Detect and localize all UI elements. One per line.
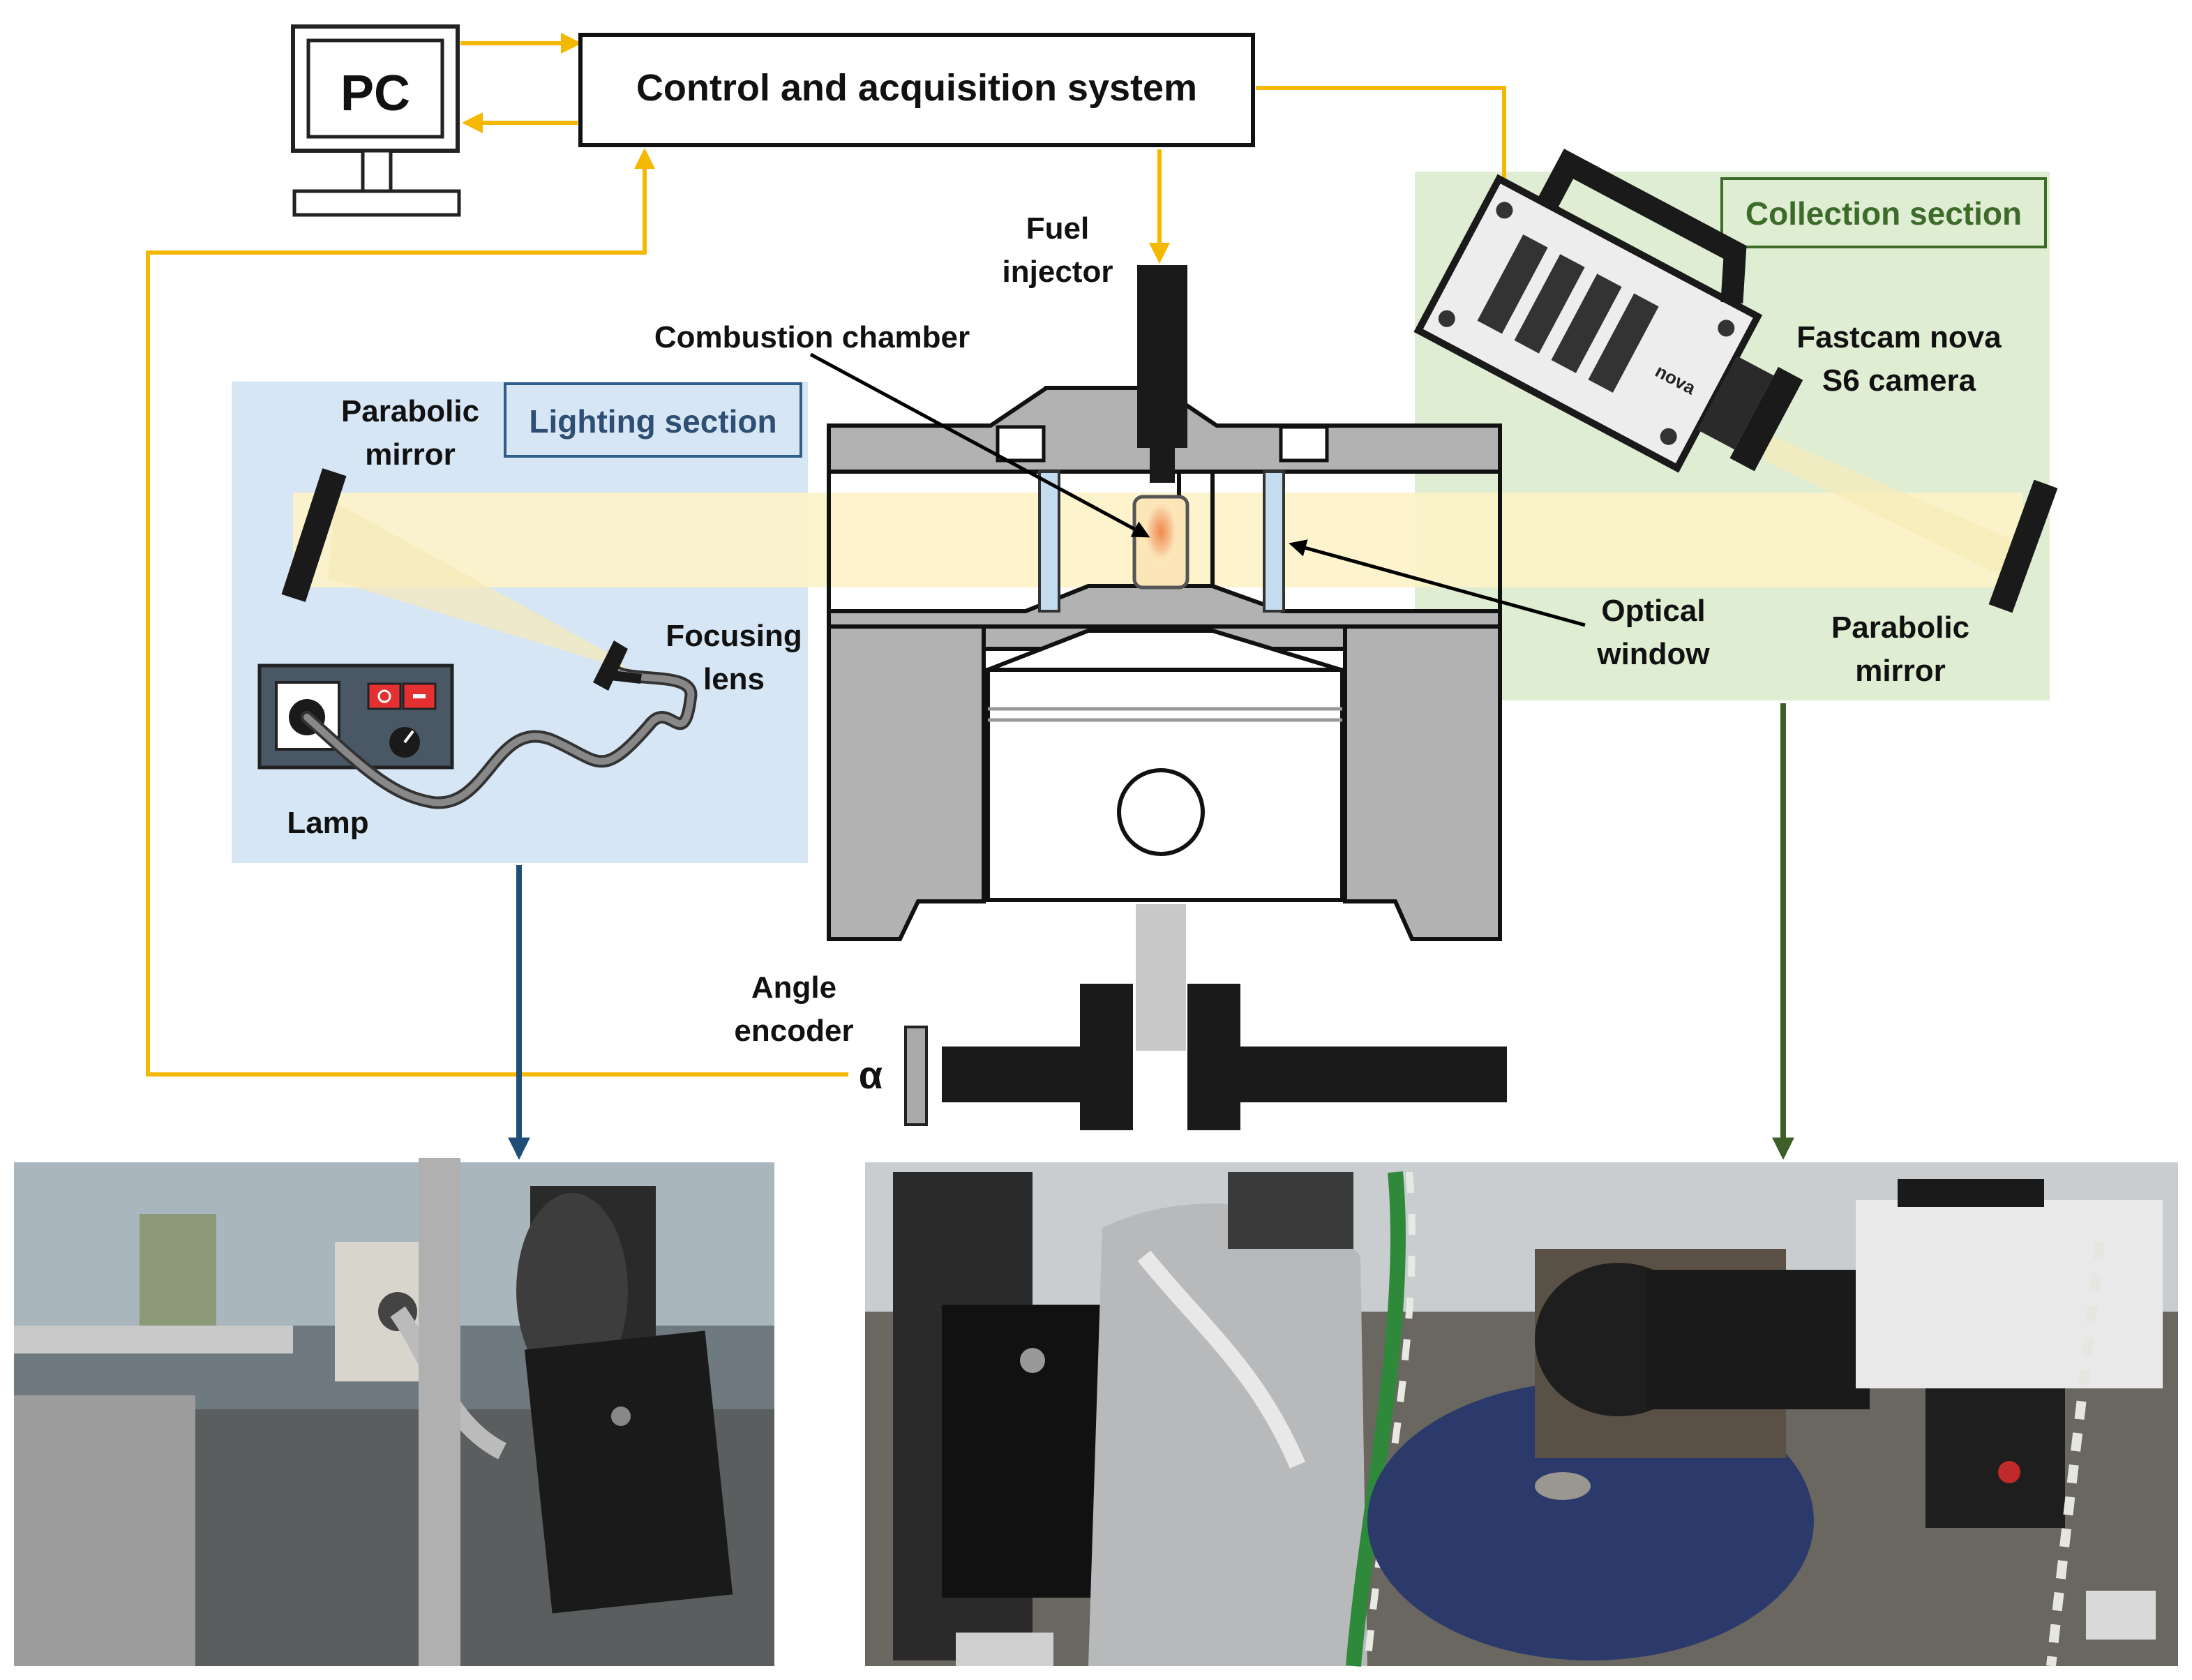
lighting-section-tag [504, 382, 802, 458]
alpha-symbol: α [859, 1053, 883, 1097]
parabolic-mirror-icon-left [281, 468, 347, 602]
flame [1143, 498, 1179, 565]
lamp-icon [257, 663, 454, 770]
angle-encoder-label-2: encoder [734, 1014, 853, 1048]
focusing-lens-label-1: Focusing [666, 619, 802, 653]
collection-section-photo [865, 1162, 2178, 1667]
parabolic-mirror-right-label-2: mirror [1855, 654, 1946, 688]
fuel-injector-label-2: injector [1003, 255, 1113, 289]
optical-window-label-1: Optical [1601, 594, 1705, 628]
signal-lines [146, 33, 1515, 1077]
combustion-chamber-label: Combustion chamber [654, 320, 970, 354]
control-acquisition-box [578, 33, 1255, 147]
angle-encoder-label-1: Angle [751, 970, 836, 1005]
camera-beam-cone [1765, 433, 2023, 586]
camera-icon: nova [1413, 149, 1803, 473]
collection-section-label: Collection section [1746, 195, 2022, 232]
lamp-beam-cone [328, 502, 628, 670]
parabolic-mirror-left-label-2: mirror [365, 437, 456, 472]
optical-window-pointer [1289, 539, 1586, 627]
lamp-label: Lamp [287, 806, 368, 840]
lighting-section-photo [14, 1158, 774, 1666]
fuel-injector [1137, 265, 1187, 483]
control-acquisition-label: Control and acquisition system [636, 67, 1197, 109]
optical-window-right [1263, 470, 1285, 613]
focusing-lens-icon [593, 640, 642, 691]
combustion-chamber-pointer [809, 352, 1150, 538]
camera-label-2: S6 camera [1822, 363, 1976, 398]
engine-block [827, 624, 1502, 941]
fuel-injector-label-1: Fuel [1026, 211, 1089, 246]
pc-label: PC [340, 66, 410, 121]
lamp-cable-core [303, 666, 695, 807]
crankshaft [942, 984, 1507, 1130]
collection-section-tag [1720, 177, 2047, 248]
parabolic-mirror-right-label-1: Parabolic [1831, 610, 1969, 645]
connecting-rod [1136, 904, 1186, 1051]
focusing-lens-label-2: lens [703, 662, 765, 696]
pc-monitor-icon [291, 24, 461, 217]
camera-label-1: Fastcam nova [1796, 320, 2002, 354]
parabolic-mirror-icon-right [1988, 479, 2058, 613]
optical-window-left [1038, 470, 1060, 613]
optical-window-label-2: window [1596, 637, 1710, 671]
angle-encoder-icon [904, 1026, 928, 1126]
lighting-section-label: Lighting section [529, 403, 776, 440]
parabolic-mirror-left-label-1: Parabolic [341, 394, 479, 428]
